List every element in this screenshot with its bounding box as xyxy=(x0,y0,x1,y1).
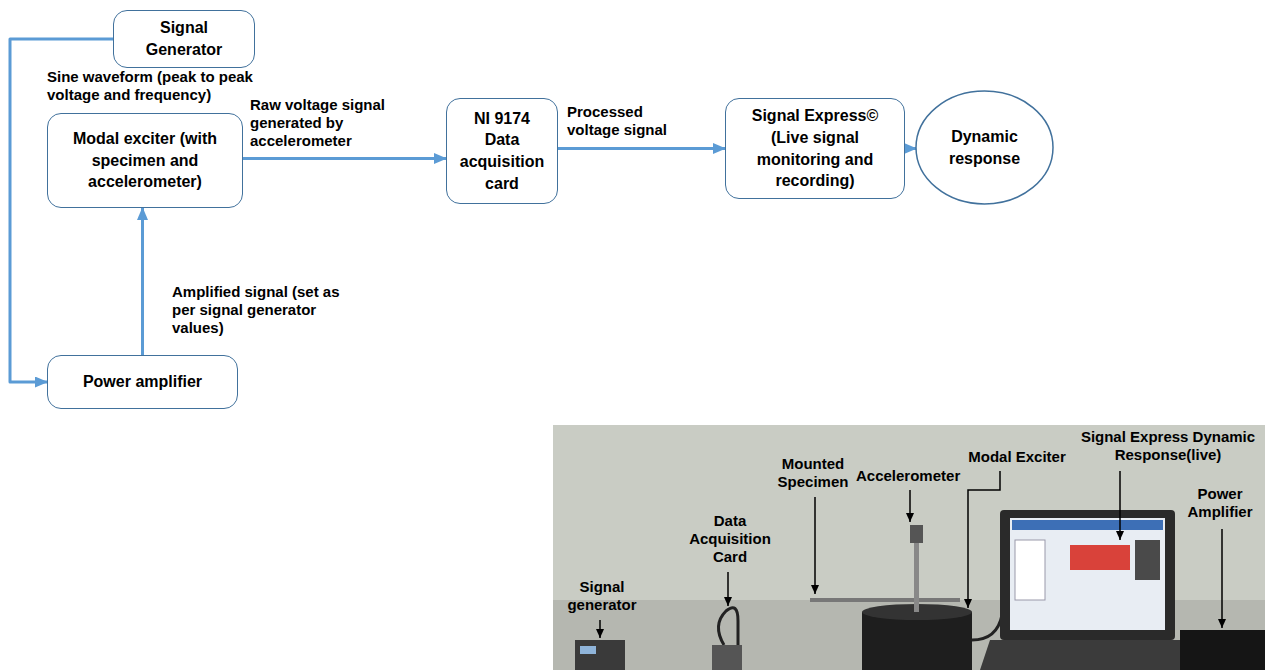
power-amplifier-device xyxy=(1180,630,1265,670)
node-text: Signal Express© xyxy=(752,105,879,127)
leader-line xyxy=(599,620,601,638)
leader-line xyxy=(909,490,911,522)
photo-label: Mounted Specimen xyxy=(772,455,854,491)
terminal-ellipse: Dynamic response xyxy=(915,90,1054,205)
node-text: Power amplifier xyxy=(83,371,202,393)
leader-line xyxy=(814,497,816,594)
laptop-base xyxy=(980,640,1195,670)
photo-label: Signal generator xyxy=(560,578,644,614)
specimen-beam xyxy=(810,598,960,602)
node-text: Modal exciter (with specimen and acceler… xyxy=(56,128,234,193)
photo-wall xyxy=(553,425,1265,670)
photo-label: Data Acquisition Card xyxy=(686,512,774,566)
process-box: Power amplifier xyxy=(47,355,238,409)
ellipse-outline xyxy=(916,91,1053,204)
exciter-body xyxy=(862,612,972,670)
exciter-cable xyxy=(972,615,1002,640)
screen-signal xyxy=(1070,545,1130,570)
screen-toolbar xyxy=(1135,540,1160,580)
screen-titlebar xyxy=(1012,520,1163,530)
daq-cable xyxy=(718,608,738,645)
node-text: Dynamic response xyxy=(933,126,1036,169)
signal-label: Raw voltage signal generated by accelero… xyxy=(250,96,402,150)
specimen-rod xyxy=(914,540,919,612)
leader-line xyxy=(1119,471,1121,540)
ellipse-outline xyxy=(915,90,1054,205)
flow-arrow xyxy=(905,147,916,150)
signal-label: Processed voltage signal xyxy=(567,103,697,139)
process-box: NI 9174 Data acquisition card xyxy=(446,98,558,204)
node-text: (Live signal monitoring and recording) xyxy=(734,127,896,192)
photo-label: Signal Express Dynamic Response(live) xyxy=(1074,428,1262,464)
process-box: Signal Express©(Live signal monitoring a… xyxy=(725,98,905,199)
process-box: Modal exciter (with specimen and acceler… xyxy=(47,113,243,208)
screen-panel xyxy=(1015,540,1045,600)
process-box: Signal Generator xyxy=(113,10,255,68)
photo-label: Modal Exciter xyxy=(962,448,1072,466)
leader-line xyxy=(968,471,1000,608)
accelerometer-device xyxy=(910,525,923,543)
flow-arrow xyxy=(558,147,725,150)
laptop-screen-frame xyxy=(1000,510,1175,640)
leader-line xyxy=(727,572,729,606)
photo-label: Power Amplifier xyxy=(1180,485,1260,521)
laptop-screen xyxy=(1010,518,1165,630)
daq-device xyxy=(712,645,742,670)
leader-line xyxy=(1221,529,1223,628)
flow-arrow xyxy=(141,208,144,355)
signal-label: Amplified signal (set as per signal gene… xyxy=(172,283,362,337)
photo-label: Accelerometer xyxy=(856,467,960,485)
flow-arrow xyxy=(243,157,446,160)
generator-display xyxy=(580,646,596,654)
signal-generator-device xyxy=(575,640,625,670)
node-text: Signal Generator xyxy=(122,17,246,60)
node-text: NI 9174 Data acquisition card xyxy=(455,108,549,194)
